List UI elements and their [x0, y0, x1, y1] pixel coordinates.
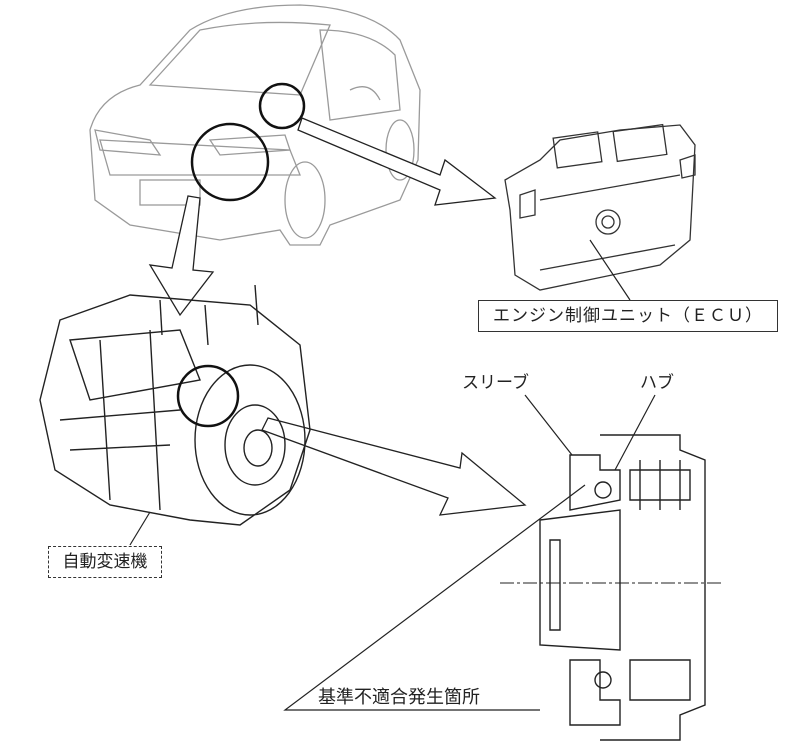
transmission-leader-line	[129, 511, 151, 546]
transmission-illustration	[39, 284, 311, 526]
ecu-label: エンジン制御ユニット（ＥＣＵ）	[478, 300, 778, 332]
defect-location-label: 基準不適合発生箇所	[318, 687, 480, 708]
sleeve-label: スリーブ	[462, 373, 529, 393]
transmission-location-circle	[190, 122, 270, 202]
arrow-to-cross-section	[261, 417, 527, 516]
defect-leader-line	[283, 484, 586, 711]
arrow-to-transmission	[148, 195, 215, 317]
defect-location-circle	[176, 364, 240, 428]
cross-section-illustration	[539, 434, 706, 741]
ecu-illustration	[504, 123, 696, 291]
hub-leader-line	[614, 394, 656, 471]
transmission-label: 自動変速機	[48, 546, 162, 578]
ecu-location-circle	[258, 82, 306, 130]
ecu-leader-line	[589, 239, 631, 301]
arrow-to-ecu	[297, 117, 497, 206]
car-illustration	[89, 4, 421, 246]
hub-label: ハブ	[640, 373, 674, 393]
sleeve-leader-line	[524, 394, 573, 456]
